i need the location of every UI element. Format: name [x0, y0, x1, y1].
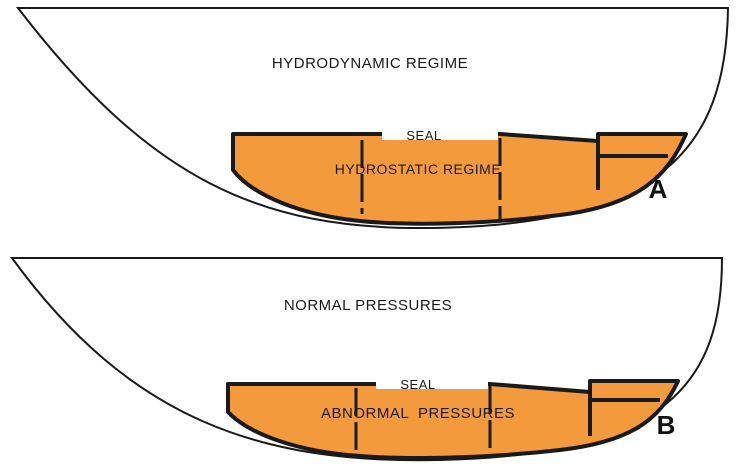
seal-gap-b: [376, 377, 488, 389]
lower-label-b: ABNORMAL PRESSURES: [321, 405, 515, 422]
panel-a: HYDRODYNAMIC REGIME SEAL HYDROSTATIC REG…: [15, 7, 730, 230]
seal-label-a: SEAL: [406, 128, 441, 143]
lower-label-a: HYDROSTATIC REGIME: [335, 161, 501, 177]
panel-b: NORMAL PRESSURES SEAL ABNORMAL PRESSURES…: [10, 257, 724, 462]
panel-letter-a: A: [649, 174, 668, 204]
seal-label-b: SEAL: [400, 377, 435, 392]
seal-gap-a: [382, 128, 498, 140]
hydrostatic-zone-a: [231, 132, 688, 226]
abnormal-zone-b: [226, 379, 680, 460]
upper-label-a: HYDRODYNAMIC REGIME: [272, 55, 468, 72]
upper-label-b: NORMAL PRESSURES: [284, 297, 452, 314]
panel-letter-b: B: [657, 410, 676, 440]
